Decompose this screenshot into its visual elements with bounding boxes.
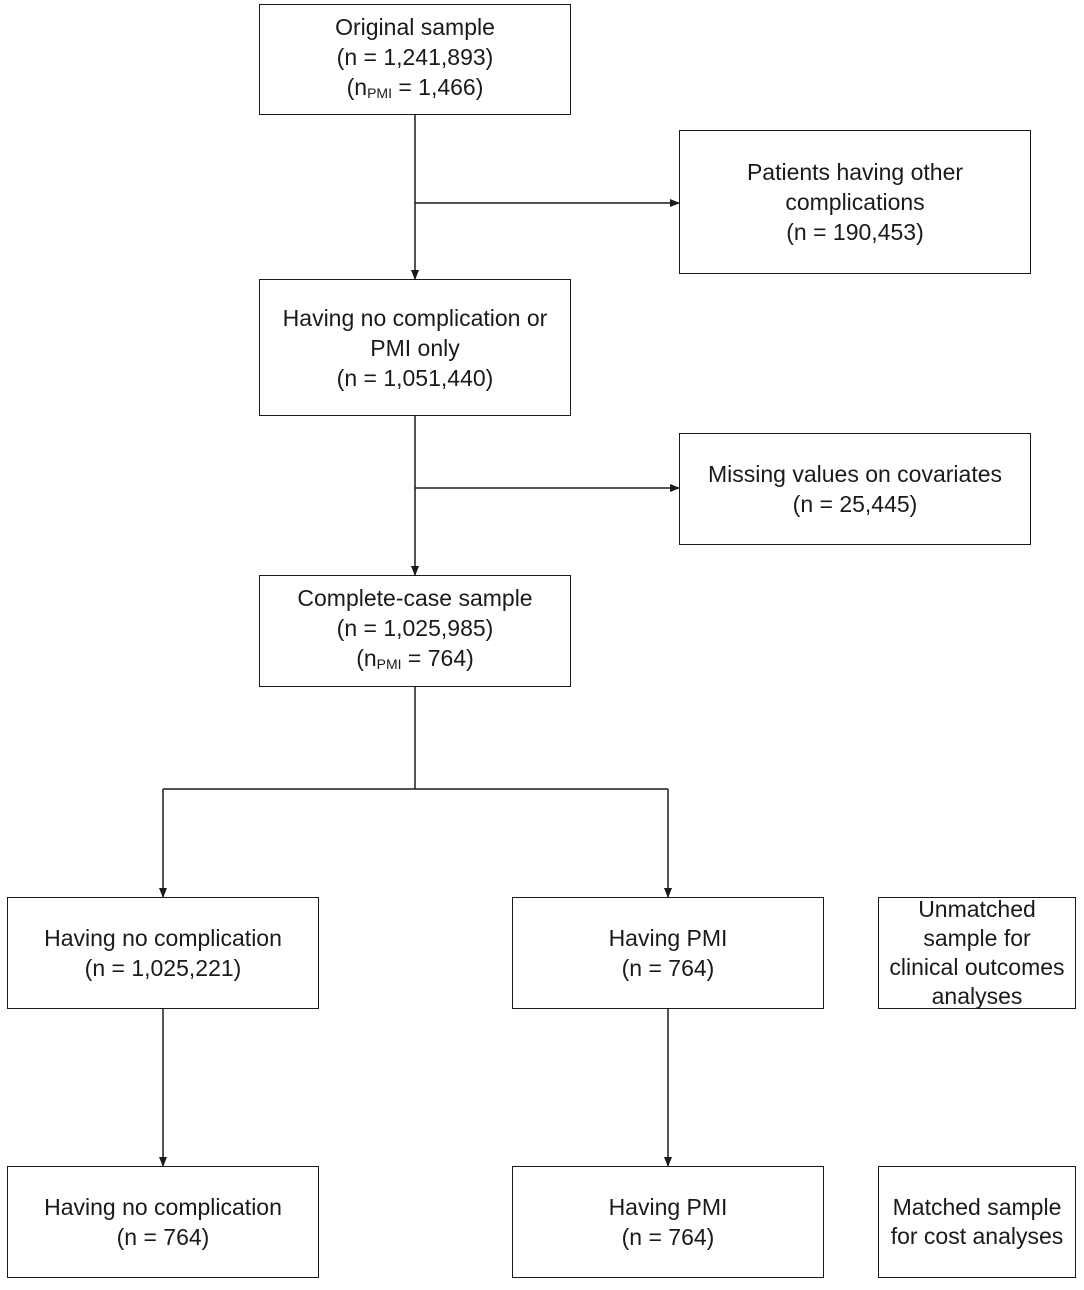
pmi-count: (nPMI = 1,466) xyxy=(346,73,484,101)
sample-count: (n = 25,445) xyxy=(792,491,918,517)
pmi-unmatched-box: Having PMI (n = 764) xyxy=(512,897,824,1009)
sample-count: (n = 1,025,221) xyxy=(84,955,242,981)
sample-count: (n = 1,025,985) xyxy=(336,615,494,641)
sample-count: (n = 1,241,893) xyxy=(336,43,494,70)
sample-count: (n = 764) xyxy=(116,1224,210,1250)
no-complication-unmatched-box: Having no complication (n = 1,025,221) xyxy=(7,897,319,1009)
complete-case-box: Complete-case sample (n = 1,025,985) (nP… xyxy=(259,575,571,687)
box-line-1: Having no complication or xyxy=(282,304,548,331)
no-complication-or-pmi-box: Having no complication or PMI only (n = … xyxy=(259,279,571,416)
box-line-1: Patients having other xyxy=(746,159,964,185)
label-line-1: Matched sample xyxy=(892,1194,1062,1220)
sample-count: (n = 190,453) xyxy=(786,219,924,245)
box-title: Original sample xyxy=(335,13,495,40)
sample-count: (n = 1,051,440) xyxy=(336,364,494,391)
label-line-2: for cost analyses xyxy=(890,1223,1064,1249)
box-line-2: PMI only xyxy=(370,334,460,361)
no-complication-matched-box: Having no complication (n = 764) xyxy=(7,1166,319,1278)
label-line-1: Unmatched xyxy=(918,896,1036,922)
box-line-1: Having PMI xyxy=(608,1194,728,1220)
box-title: Complete-case sample xyxy=(297,585,533,611)
pmi-count: (nPMI = 764) xyxy=(356,645,474,672)
missing-values-box: Missing values on covariates (n = 25,445… xyxy=(679,433,1031,545)
unmatched-sample-label-box: Unmatched sample for clinical outcomes a… xyxy=(878,896,1076,1009)
matched-sample-label-box: Matched sample for cost analyses xyxy=(878,1166,1076,1278)
box-line-1: Having PMI xyxy=(608,925,728,951)
label-line-3: clinical outcomes xyxy=(889,954,1065,980)
other-complications-box: Patients having other complications (n =… xyxy=(679,130,1031,274)
box-line-2: complications xyxy=(785,189,925,215)
box-line-1: Missing values on covariates xyxy=(707,461,1003,487)
box-line-1: Having no complication xyxy=(44,1194,282,1220)
sample-count: (n = 764) xyxy=(621,1224,715,1250)
label-line-4: analyses xyxy=(931,983,1023,1009)
box-line-1: Having no complication xyxy=(44,925,282,951)
label-line-2: sample for xyxy=(923,925,1031,951)
sample-count: (n = 764) xyxy=(621,955,715,981)
pmi-matched-box: Having PMI (n = 764) xyxy=(512,1166,824,1278)
original-sample-box: Original sample (n = 1,241,893) (nPMI = … xyxy=(259,4,571,115)
